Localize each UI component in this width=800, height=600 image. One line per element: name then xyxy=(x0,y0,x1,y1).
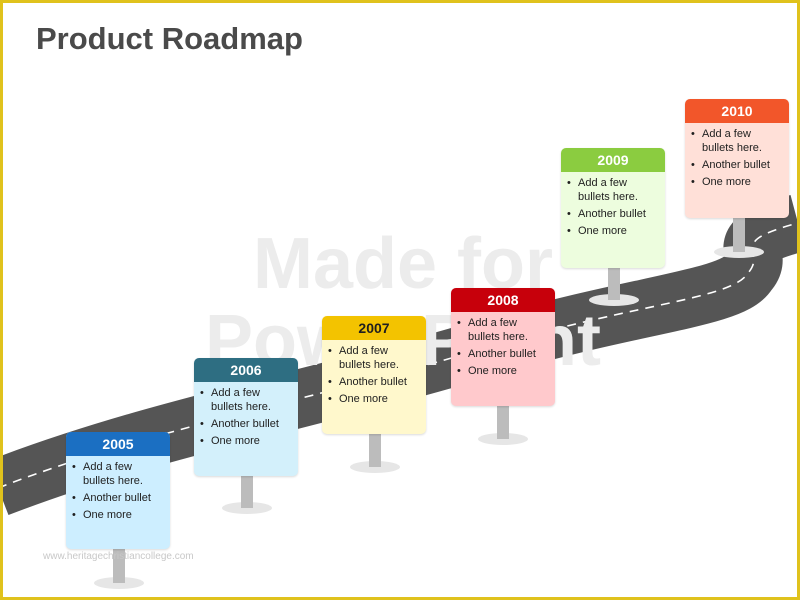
bullet-item: One more xyxy=(72,508,164,522)
bullet-item: One more xyxy=(328,392,420,406)
bullet-item: Another bullet xyxy=(72,491,164,505)
pole-shadow-2007 xyxy=(350,461,400,473)
signpost-pole-2010 xyxy=(733,216,745,252)
bullet-item: Another bullet xyxy=(691,158,783,172)
bullet-item: Add a few bullets here. xyxy=(328,344,420,372)
bullet-item: One more xyxy=(457,364,549,378)
bullet-item: Another bullet xyxy=(200,417,292,431)
bullet-list: Add a few bullets here. Another bullet O… xyxy=(567,176,659,238)
signpost-pole-2007 xyxy=(369,433,381,467)
signpost-pole-2006 xyxy=(241,475,253,508)
bullet-list: Add a few bullets here. Another bullet O… xyxy=(328,344,420,406)
bullet-list: Add a few bullets here. Another bullet O… xyxy=(200,386,292,448)
pole-shadow-2010 xyxy=(714,246,764,258)
bullet-list: Add a few bullets here. Another bullet O… xyxy=(457,316,549,378)
bullet-item: One more xyxy=(567,224,659,238)
bullet-item: Add a few bullets here. xyxy=(691,127,783,155)
bullet-item: Add a few bullets here. xyxy=(567,176,659,204)
milestone-year: 2008 xyxy=(451,288,555,312)
bullet-item: Add a few bullets here. xyxy=(457,316,549,344)
bullet-item: One more xyxy=(200,434,292,448)
bullet-list: Add a few bullets here. Another bullet O… xyxy=(72,460,164,522)
pole-shadow-2008 xyxy=(478,433,528,445)
milestone-card-2007: 2007 Add a few bullets here. Another bul… xyxy=(322,316,426,434)
bullet-item: Add a few bullets here. xyxy=(72,460,164,488)
bullet-item: One more xyxy=(691,175,783,189)
bullet-item: Another bullet xyxy=(457,347,549,361)
milestone-card-2009: 2009 Add a few bullets here. Another bul… xyxy=(561,148,665,268)
signpost-pole-2008 xyxy=(497,405,509,439)
milestone-card-2006: 2006 Add a few bullets here. Another bul… xyxy=(194,358,298,476)
milestone-card-2005: 2005 Add a few bullets here. Another bul… xyxy=(66,432,170,549)
pole-shadow-2006 xyxy=(222,502,272,514)
bullet-item: Another bullet xyxy=(567,207,659,221)
milestone-year: 2005 xyxy=(66,432,170,456)
bullet-item: Another bullet xyxy=(328,375,420,389)
milestone-year: 2009 xyxy=(561,148,665,172)
footer-url: www.heritagechristiancollege.com xyxy=(43,551,194,562)
pole-shadow-2005 xyxy=(94,577,144,589)
milestone-year: 2006 xyxy=(194,358,298,382)
bullet-item: Add a few bullets here. xyxy=(200,386,292,414)
pole-shadow-2009 xyxy=(589,294,639,306)
bullet-list: Add a few bullets here. Another bullet O… xyxy=(691,127,783,189)
milestone-card-2008: 2008 Add a few bullets here. Another bul… xyxy=(451,288,555,406)
milestone-year: 2010 xyxy=(685,99,789,123)
signpost-pole-2009 xyxy=(608,267,620,300)
milestone-year: 2007 xyxy=(322,316,426,340)
signpost-pole-2005 xyxy=(113,548,125,583)
milestone-card-2010: 2010 Add a few bullets here. Another bul… xyxy=(685,99,789,218)
slide-title: Product Roadmap xyxy=(36,21,303,56)
